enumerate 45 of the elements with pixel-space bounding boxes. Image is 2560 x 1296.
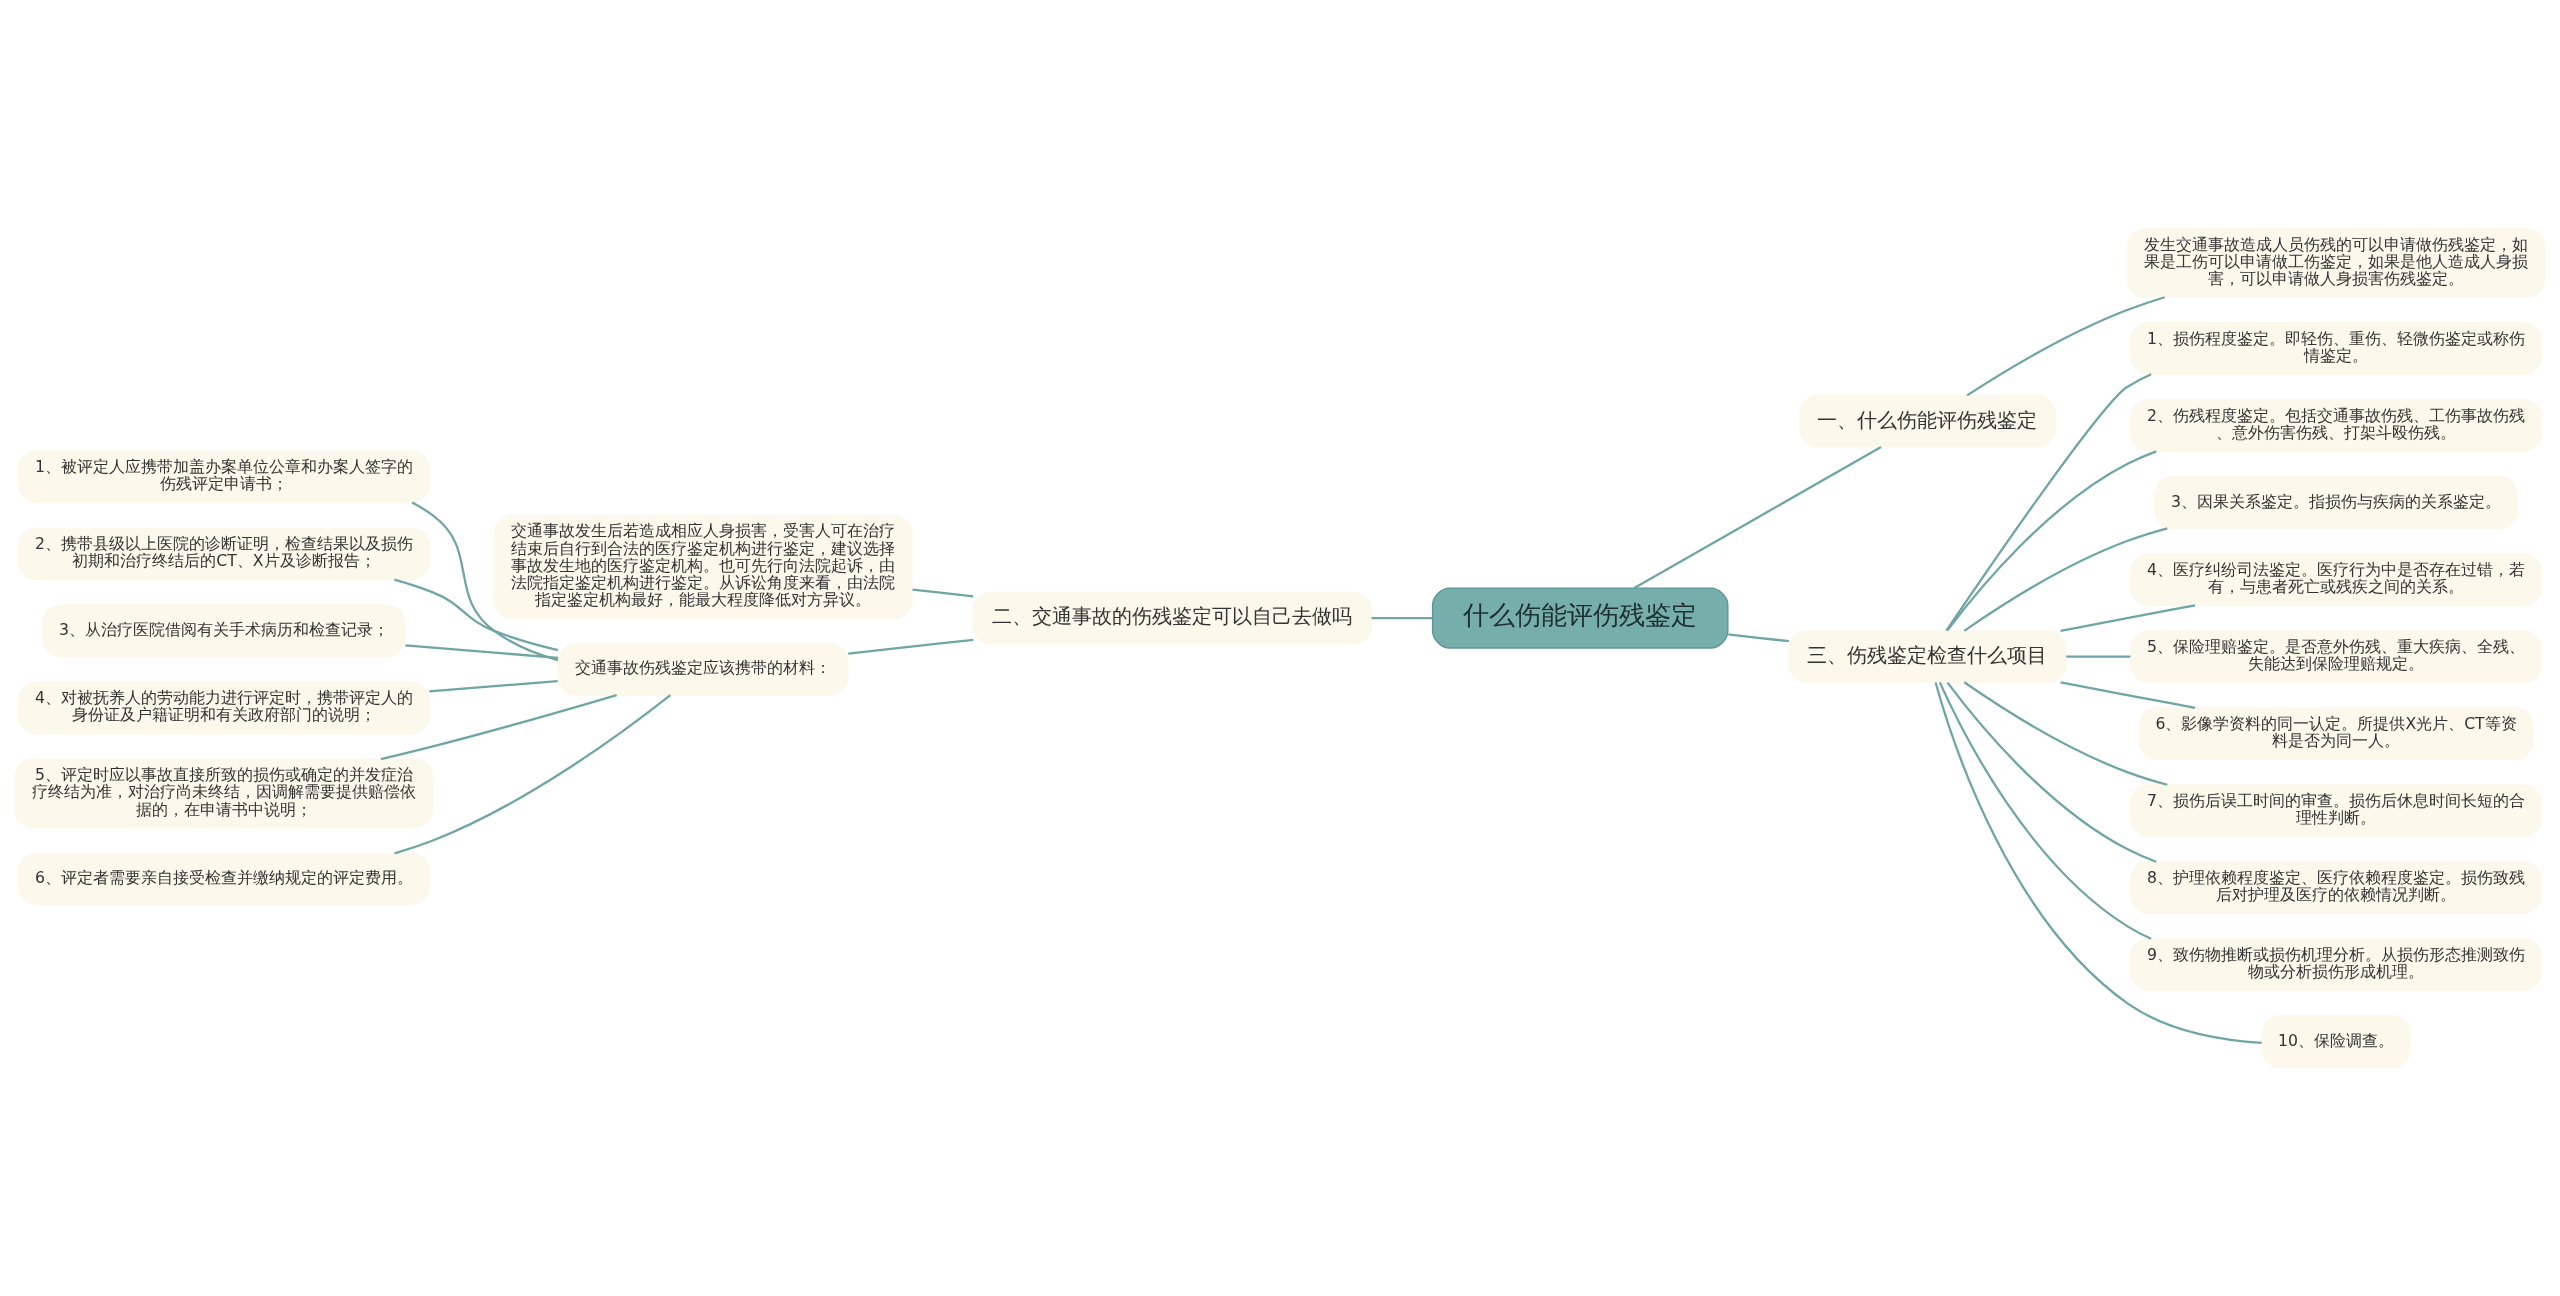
node-box: 交通事故伤残鉴定应该携带的材料： [557, 643, 849, 696]
connector [394, 578, 559, 652]
node-box: 发生交通事故造成人员伤残的可以申请做伤残鉴定，如果是工伤可以申请做工伤鉴定，如果是他人造成人身损害，可以申请做人身损害伤残鉴定。 [2126, 228, 2546, 298]
connector [405, 644, 559, 659]
connector [1371, 616, 1433, 620]
node-box: 一、什么伤能评伤残鉴定 [1799, 394, 2056, 448]
node-box: 4、对被抚养人的劳动能力进行评定时，携带评定人的身份证及户籍证明和有关政府部门的说明； [17, 681, 430, 735]
node-box: 3、因果关系鉴定。指损伤与疾病的关系鉴定。 [2154, 476, 2518, 529]
node-box: 8、护理依赖程度鉴定、医疗依赖程度鉴定。损伤致残后对护理及医疗的依赖情况判断。 [2130, 861, 2543, 914]
node-box: 5、评定时应以事故直接所致的损伤或确定的并发症治疗终结为准，对治疗尚未终结，因调解需要提供赔偿依据的，在申请书中说明； [14, 758, 434, 829]
connector [2060, 681, 2196, 709]
connector [394, 694, 672, 855]
connector [2060, 604, 2196, 632]
node-box: 2、伤残程度鉴定。包括交通事故伤残、工伤事故伤残、意外伤害伤残、打架斗殴伤残。 [2130, 399, 2543, 452]
connector [1963, 681, 2168, 786]
connector [1945, 373, 2152, 632]
connector [1728, 633, 1790, 643]
node-box: 9、致伤物推断或损伤机理分析。从损伤形态推测致伤物或分析损伤形成机理。 [2130, 938, 2543, 991]
connector [1946, 682, 2157, 863]
connector [1934, 682, 2262, 1044]
node-box: 1、损伤程度鉴定。即轻伤、重伤、轻微伤鉴定或称伤情鉴定。 [2130, 322, 2543, 375]
connector [848, 638, 974, 655]
connector [1633, 445, 1882, 589]
node-box: 二、交通事故的伤残鉴定可以自己去做吗 [972, 591, 1372, 645]
connector [1966, 296, 2166, 397]
connector [380, 693, 617, 761]
node-box: 2、携带县级以上医院的诊断证明，检查结果以及损伤初期和治疗终结后的CT、X片及诊断报告； [17, 527, 430, 581]
connector [1963, 527, 2168, 632]
node-box: 1、被评定人应携带加盖办案单位公章和办案人签字的伤残评定申请书； [17, 450, 430, 504]
connector [1946, 450, 2157, 632]
node-box: 5、保险理赔鉴定。是否意外伤残、重大疾病、全残、失能达到保险理赔规定。 [2130, 630, 2543, 683]
connector [912, 588, 974, 598]
connector [429, 679, 558, 693]
node-box: 7、损伤后误工时间的审查。损伤后休息时间长短的合理性判断。 [2130, 784, 2543, 837]
connector [411, 501, 559, 662]
node-box: 交通事故发生后若造成相应人身损害，受害人可在治疗结束后自行到合法的医疗鉴定机构进行鉴定，建议选择事故发生地的医疗鉴定机构。也可先行向法院起诉，由法院指定鉴定机构进行鉴定。从诉讼角度来看，由法院指定鉴定机构最好，能最大程度降低对方异议。 [493, 514, 913, 619]
connector [1938, 681, 2152, 940]
node-box: 4、医疗纠纷司法鉴定。医疗行为中是否存在过错，若有，与患者死亡或残疾之间的关系。 [2130, 553, 2543, 606]
node-box: 6、评定者需要亲自接受检查并缴纳规定的评定费用。 [17, 852, 430, 906]
connector [2066, 655, 2131, 658]
node-box: 三、伤残鉴定检查什么项目 [1788, 630, 2067, 683]
node-box: 什么伤能评伤残鉴定 [1431, 587, 1729, 649]
node-box: 3、从治疗医院借阅有关手术病历和检查记录； [42, 604, 406, 658]
node-box: 6、影像学资料的同一认定。所提供X光片、CT等资料是否为同一人。 [2138, 707, 2534, 760]
node-box: 10、保险调查。 [2261, 1015, 2411, 1068]
